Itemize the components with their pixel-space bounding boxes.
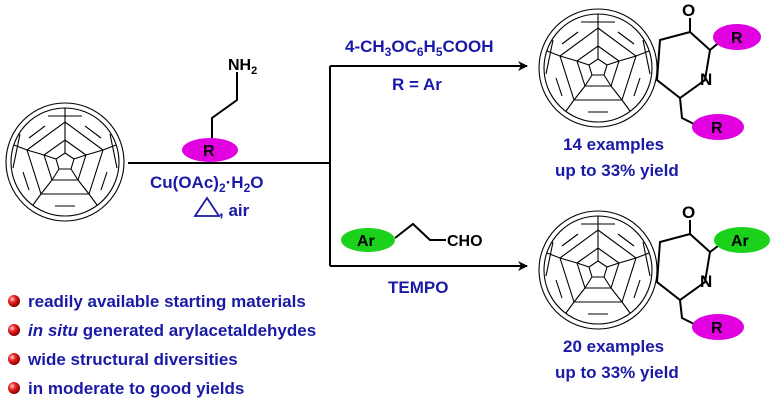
c60-reactant: [5, 102, 125, 222]
bottom-product: O N Ar R: [538, 203, 770, 340]
bottom-examples: 20 examples: [563, 337, 664, 356]
bottom-n-label: N: [700, 272, 712, 291]
bullet-icon: [8, 382, 20, 394]
r-oval: [182, 138, 238, 162]
svg-text:, air: , air: [219, 201, 250, 220]
amine-label: NH2: [228, 57, 257, 77]
bullet-item: in situ generated arylacetaldehydes: [28, 321, 316, 340]
amine-reagent: NH2 R: [182, 57, 257, 162]
bullet-icon: [8, 295, 20, 307]
bottom-yield: up to 33% yield: [555, 363, 679, 382]
top-yield: up to 33% yield: [555, 161, 679, 180]
cho-label: CHO: [447, 233, 483, 250]
ar-oval: [341, 228, 395, 252]
r-label: R: [203, 143, 215, 160]
bullet-item: readily available starting materials: [28, 292, 306, 311]
bullet-item: in moderate to good yields: [28, 379, 244, 398]
top-n-label: N: [700, 70, 712, 89]
svg-text:R: R: [731, 30, 743, 47]
heat-triangle-icon: [193, 196, 221, 217]
bullet-item: wide structural diversities: [27, 350, 238, 369]
top-examples: 14 examples: [563, 135, 664, 154]
heat-air-label: , air: [193, 196, 250, 220]
top-product: O N R R: [538, 1, 761, 140]
aldehyde-reagent: Ar CHO: [341, 222, 483, 252]
bullet-icon: [8, 353, 20, 365]
catalyst-label: Cu(OAc)2·H2O: [150, 173, 264, 195]
bottom-o-label: O: [682, 203, 695, 222]
bullet-list: readily available starting materials in …: [8, 292, 316, 398]
bullet-icon: [8, 324, 20, 336]
top-condition-label: R = Ar: [392, 75, 442, 94]
top-o-label: O: [682, 1, 695, 20]
svg-text:Ar: Ar: [731, 233, 749, 250]
svg-text:R: R: [711, 120, 723, 137]
svg-text:R: R: [711, 320, 723, 337]
tempo-label: TEMPO: [388, 278, 448, 297]
svg-text:Ar: Ar: [357, 233, 375, 250]
top-reagent-label: 4-CH3OC6H5COOH: [345, 37, 494, 59]
